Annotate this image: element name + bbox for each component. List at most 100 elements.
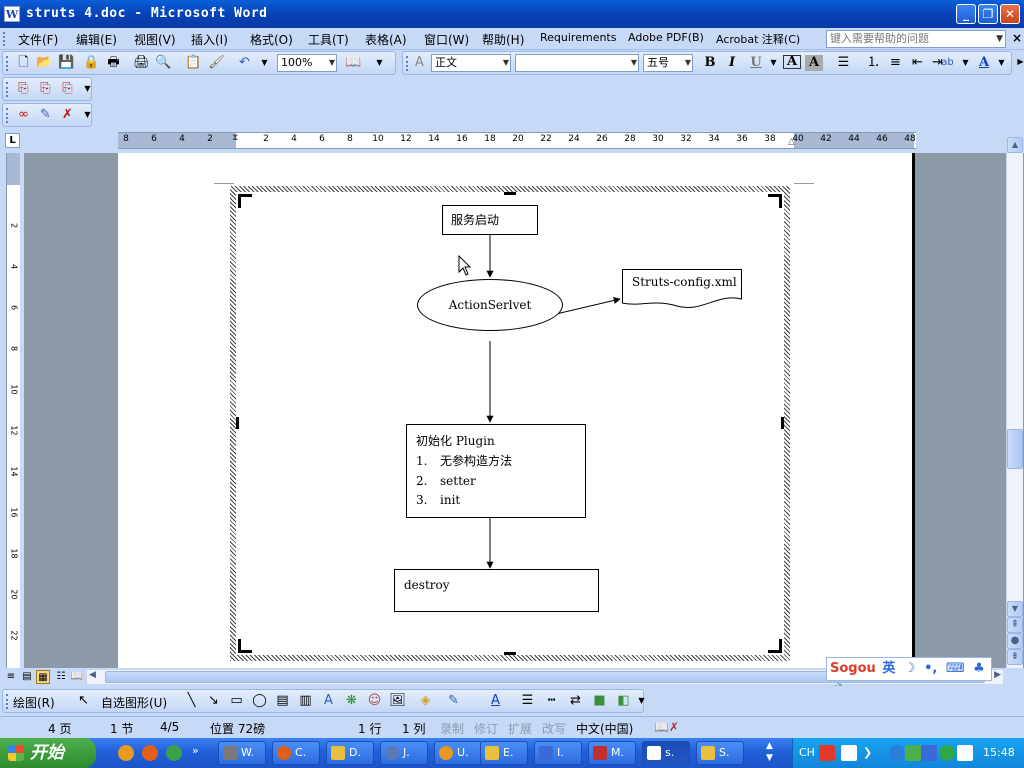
oval-icon[interactable]: ◯ [252,693,267,708]
taskbar-task[interactable]: M. [588,741,636,765]
status-page[interactable]: 4 页 [48,722,72,736]
vertical-text-box-icon[interactable]: ▥ [299,693,312,708]
status-line[interactable]: 1 行 [358,722,382,736]
import-comments-icon[interactable]: ✎ [40,107,51,122]
font-color-draw-icon[interactable]: A [491,693,500,708]
highlight-dropdown-icon[interactable]: ▼ [962,58,969,67]
status-page-of[interactable]: 4/5 [160,720,180,734]
menu-adobe-pdf[interactable]: Adobe PDF(B) [628,31,704,44]
open-folder-icon[interactable]: 📂 [36,55,53,70]
save-icon[interactable]: 💾 [58,55,75,70]
align-center-icon[interactable]: ☰ [837,55,850,70]
menu-acrobat-comments[interactable]: Acrobat 注释(C) [716,33,801,46]
spelling-icon[interactable]: 🔍 [155,55,172,70]
punctuation-icon[interactable]: •, [924,661,938,676]
flow-node-servlet[interactable]: ActionSerlvet [417,279,563,331]
flow-node-destroy[interactable]: destroy [394,569,599,612]
underline-button[interactable]: U [750,55,762,70]
font-color-button[interactable]: A [978,55,990,70]
toolbar-options-icon[interactable]: ▼ [376,58,383,67]
taskbar-task[interactable]: C. [272,741,320,765]
close-button[interactable]: ✕ [1000,4,1020,24]
font-select[interactable]: ▼ [515,54,639,72]
chevron-down-icon[interactable]: ▼ [502,58,509,67]
toolbar-options-icon[interactable]: ▼ [638,696,645,705]
font-size-select[interactable]: 五号 ▼ [643,54,693,72]
decrease-indent-icon[interactable]: ⇤ [912,55,923,70]
arrow-icon[interactable]: ↘ [208,693,219,708]
menu-format[interactable]: 格式(O) [250,33,293,47]
canvas-handle-top[interactable] [504,192,516,195]
taskbar-task[interactable]: E. [480,741,528,765]
draw-menu-button[interactable]: 绘图(R) [13,696,55,710]
canvas-handle-top-left[interactable] [238,194,252,208]
sogou-tray-icon[interactable] [819,745,835,761]
toolbar-grip[interactable] [6,56,9,71]
taskbar-task[interactable]: W. [218,741,266,765]
reading-view-icon[interactable]: 📖 [70,671,84,682]
link-comment-icon[interactable]: ∞ [18,107,29,122]
taskbar-task[interactable]: U. [434,741,482,765]
outline-view-icon[interactable]: ☷ [56,671,66,682]
toolbar-options-icon[interactable]: ▼ [84,110,91,119]
taskbar-task[interactable]: S. [696,741,744,765]
chevron-down-icon[interactable]: ▼ [328,58,335,67]
styles-pane-icon[interactable]: A [415,55,424,70]
font-color-dropdown-icon[interactable]: ▼ [998,58,1005,67]
toolbar-grip[interactable] [6,82,9,97]
skin-icon[interactable]: ♣ [973,661,985,676]
status-section[interactable]: 1 节 [110,722,134,736]
maximize-button[interactable]: ❐ [978,4,998,24]
underline-dropdown-icon[interactable]: ▼ [770,58,777,67]
taskbar-task[interactable]: D. [326,741,374,765]
scroll-left-icon[interactable]: ◀ [89,670,96,680]
web-view-icon[interactable]: ▤ [22,671,32,682]
char-border-button[interactable]: A [783,55,801,69]
canvas-handle-top-right[interactable] [768,194,782,208]
dash-style-icon[interactable]: ┅ [547,693,556,708]
flow-node-config-shape[interactable] [622,269,742,311]
taskbar-task[interactable]: I. [534,741,582,765]
flow-node-start[interactable]: 服务启动 [442,205,538,235]
menu-window[interactable]: 窗口(W) [424,33,470,47]
menu-edit[interactable]: 编辑(E) [76,33,117,47]
status-language[interactable]: 中文(中国) [576,722,634,736]
arrow-style-icon[interactable]: ⇄ [570,693,581,708]
spelling-status-icon[interactable]: 📖✗ [654,720,679,734]
tray-language[interactable]: CH [799,746,815,759]
highlight-icon[interactable]: ab [941,57,954,68]
right-indent-marker-icon[interactable]: △ [788,137,795,147]
taskbar-scroll-icon[interactable]: ▲▼ [766,741,773,763]
keyboard-icon[interactable]: ⌨ [945,661,965,676]
clip-art-icon[interactable]: ☺ [367,693,382,708]
menu-table[interactable]: 表格(A) [365,33,407,47]
shadow-style-icon[interactable]: ■ [593,693,606,708]
scroll-right-icon[interactable]: ▶ [994,670,1001,680]
format-painter-icon[interactable]: 🖌 [208,55,225,70]
toolbar-overflow-icon[interactable]: ▶ [1017,57,1024,66]
document-close-icon[interactable]: × [1012,31,1023,45]
status-track-changes[interactable]: 修订 [474,722,499,736]
numbering-icon[interactable]: ⒈ [866,55,880,70]
convert-email-pdf-icon[interactable]: ⎘ [40,81,51,96]
browse-object-icon[interactable]: ● [1007,633,1023,649]
menu-file[interactable]: 文件(F) [18,33,59,47]
status-column[interactable]: 1 列 [402,722,426,736]
previous-page-icon[interactable]: ⇞ [1007,617,1023,633]
undo-icon[interactable]: ↶ [239,55,250,70]
undo-dropdown-icon[interactable]: ▼ [261,58,268,67]
flow-node-plugin[interactable]: 初始化 Plugin 1.无参构造方法 2.setter 3.init [406,424,586,518]
minimize-button[interactable]: _ [956,4,976,24]
status-record[interactable]: 录制 [440,722,465,736]
horizontal-scrollbar[interactable]: ◀ ▶ [86,669,1004,685]
autoshapes-menu-button[interactable]: 自选图形(U) [101,696,168,710]
normal-view-icon[interactable]: ≡ [6,671,16,682]
canvas-handle-left[interactable] [236,417,239,429]
ime-mode[interactable]: 英 [882,661,896,676]
scroll-down-icon[interactable]: ▼ [1007,601,1023,617]
new-document-icon[interactable]: 🗋 [18,55,29,70]
drawing-canvas[interactable]: 服务启动 ActionSerlvet Struts-config.xml 初始化… [230,186,790,661]
word-app-icon[interactable]: W [4,6,20,22]
tab-selector[interactable]: L [5,133,20,148]
